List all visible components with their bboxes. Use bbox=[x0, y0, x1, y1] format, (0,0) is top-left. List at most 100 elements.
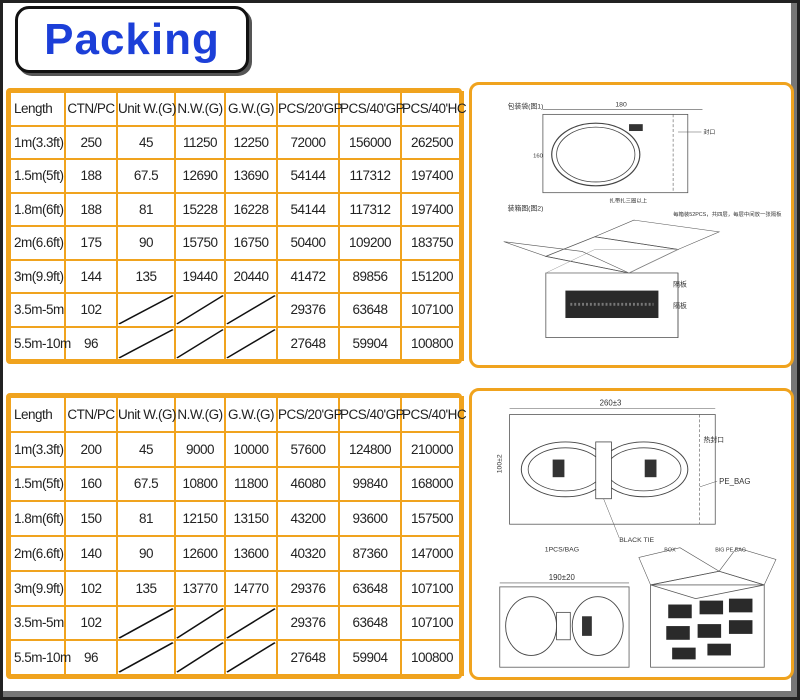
table-cell: 100800 bbox=[400, 639, 464, 676]
pe-bag-label: PE_BAG bbox=[719, 477, 750, 486]
header-cell: PCS/20'GP bbox=[276, 91, 343, 127]
not-applicable-cell bbox=[174, 292, 226, 328]
header-cell: Length bbox=[9, 396, 66, 433]
table-cell: 197400 bbox=[400, 158, 464, 194]
table-cell: 41472 bbox=[276, 258, 340, 294]
diagonal-slash-icon bbox=[226, 295, 276, 325]
cable-loop-right bbox=[599, 441, 689, 498]
header-cell: G.W.(G) bbox=[224, 396, 278, 433]
table-cell: 96 bbox=[64, 639, 118, 676]
header-cell: PCS/40'HC bbox=[400, 396, 467, 433]
table-cell: 250 bbox=[64, 124, 118, 160]
header-cell: G.W.(G) bbox=[224, 91, 278, 127]
header-cell: CTN/PC bbox=[64, 91, 118, 127]
table-cell: 107100 bbox=[400, 292, 464, 328]
table-cell: 156000 bbox=[338, 124, 402, 160]
table-cell: 5.5m-10m bbox=[9, 639, 71, 676]
table-cell: 150 bbox=[64, 500, 118, 537]
table-cell: 1.5m(5ft) bbox=[9, 465, 66, 503]
table-cell: 140 bbox=[64, 535, 118, 572]
table-cell: 3m(9.9ft) bbox=[9, 258, 66, 294]
table-cell: 50400 bbox=[276, 225, 340, 261]
header-cell: N.W.(G) bbox=[174, 91, 226, 127]
diagonal-slash-icon bbox=[226, 607, 276, 639]
table-cell: 27648 bbox=[276, 325, 340, 361]
not-applicable-cell bbox=[116, 639, 176, 676]
diagonal-slash-icon bbox=[118, 607, 174, 639]
table-cell: 144 bbox=[64, 258, 118, 294]
table-cell: 67.5 bbox=[116, 158, 176, 194]
table-cell: 107100 bbox=[400, 569, 464, 607]
header-cell: CTN/PC bbox=[64, 396, 118, 433]
table-cell: 13150 bbox=[224, 500, 278, 537]
heat-seal-label: 热封口 bbox=[703, 435, 724, 444]
table-cell: 59904 bbox=[338, 639, 402, 676]
header-cell: PCS/40'GP bbox=[338, 396, 405, 433]
not-applicable-cell bbox=[116, 292, 176, 328]
packing-diagram-1: 包装袋(图1) 180 160 封口 装箱图(图2) 扎带扎三圈以上 每箱装52… bbox=[469, 82, 794, 368]
table-cell: 13770 bbox=[174, 569, 226, 607]
packing-diagram-2: 260±3 100±2 热封口 PE_BAG BLACK TIE 1PCS/BA… bbox=[469, 388, 794, 680]
table-cell: 15750 bbox=[174, 225, 226, 261]
diagonal-slash-icon bbox=[176, 328, 224, 358]
bag-label: 包装袋(图1) bbox=[508, 101, 544, 110]
header-cell: PCS/40'GP bbox=[338, 91, 405, 127]
diagonal-slash-icon bbox=[176, 295, 224, 325]
table-cell: 19440 bbox=[174, 258, 226, 294]
diagonal-slash-icon bbox=[226, 328, 276, 358]
table-cell: 200 bbox=[64, 430, 118, 468]
table-cell: 157500 bbox=[400, 500, 464, 537]
big-pe-bag-label: BIG PE BAG bbox=[715, 548, 746, 554]
table-cell: 90 bbox=[116, 535, 176, 572]
diagonal-slash-icon bbox=[118, 328, 174, 358]
not-applicable-cell bbox=[174, 639, 226, 676]
not-applicable-cell bbox=[224, 325, 278, 361]
table-cell: 210000 bbox=[400, 430, 464, 468]
table-cell: 12600 bbox=[174, 535, 226, 572]
header-cell: N.W.(G) bbox=[174, 396, 226, 433]
table-cell: 72000 bbox=[276, 124, 340, 160]
table-cell: 29376 bbox=[276, 604, 340, 642]
table-cell: 54144 bbox=[276, 158, 340, 194]
table-cell: 43200 bbox=[276, 500, 340, 537]
table-cell: 67.5 bbox=[116, 465, 176, 503]
table-cell: 63648 bbox=[338, 292, 402, 328]
table-cell: 102 bbox=[64, 604, 118, 642]
pe-bag-outline bbox=[509, 414, 716, 525]
table-cell: 90 bbox=[116, 225, 176, 261]
table-cell: 87360 bbox=[338, 535, 402, 572]
divider-label-2: 隔板 bbox=[673, 301, 687, 310]
header-cell: Unit W.(G) bbox=[116, 396, 177, 433]
not-applicable-cell bbox=[116, 325, 176, 361]
packed-cables bbox=[565, 290, 659, 319]
table-cell: 197400 bbox=[400, 191, 464, 227]
table-cell: 124800 bbox=[338, 430, 402, 468]
table-cell: 109200 bbox=[338, 225, 402, 261]
folded-cable-bag bbox=[499, 586, 630, 668]
table-cell: 262500 bbox=[400, 124, 464, 160]
table-cell: 46080 bbox=[276, 465, 340, 503]
box-label-2: BOX bbox=[664, 548, 676, 554]
table-cell: 93600 bbox=[338, 500, 402, 537]
table-cell: 168000 bbox=[400, 465, 464, 503]
table-cell: 175 bbox=[64, 225, 118, 261]
table-cell: 81 bbox=[116, 191, 176, 227]
box-label: 装箱图(图2) bbox=[508, 203, 544, 212]
table-cell: 151200 bbox=[400, 258, 464, 294]
table-cell: 13690 bbox=[224, 158, 278, 194]
table-cell: 102 bbox=[64, 569, 118, 607]
not-applicable-cell bbox=[174, 604, 226, 642]
